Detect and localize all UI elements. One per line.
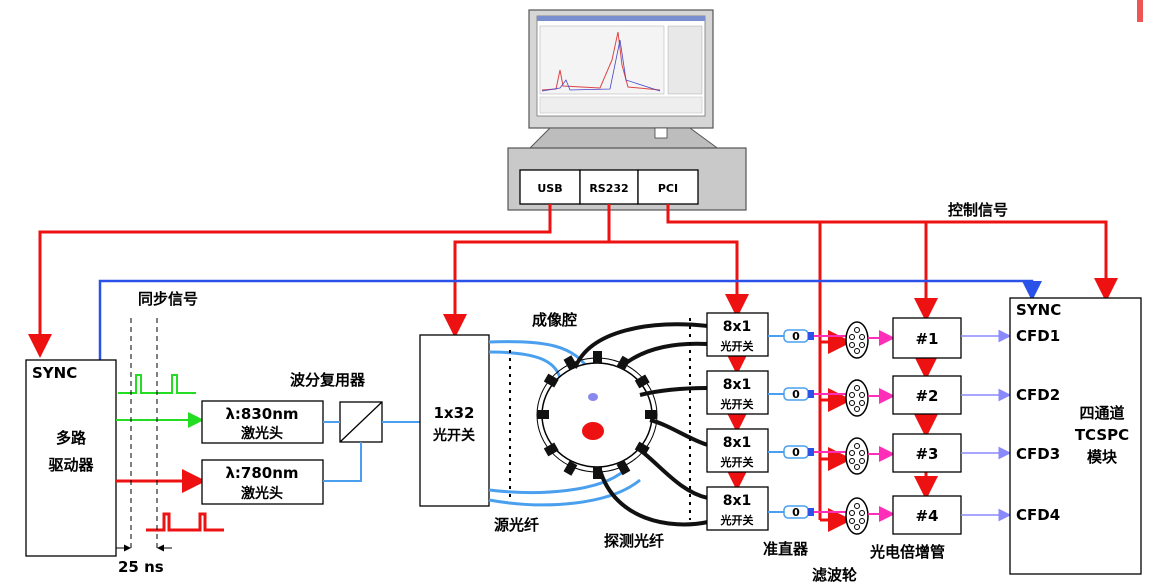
svg-text:1x32: 1x32 [434, 404, 475, 422]
svg-text:0: 0 [792, 330, 800, 343]
tcspc-module: SYNC CFD1 CFD2 CFD3 CFD4 四通道 TCSPC 模块 [1009, 297, 1142, 575]
sync-signal-label: 同步信号 [138, 290, 198, 308]
control-signal-label: 控制信号 [948, 201, 1008, 219]
svg-text:8x1: 8x1 [723, 493, 752, 509]
svg-text:光开关: 光开关 [720, 455, 754, 469]
wdm-label: 波分复用器 [290, 371, 366, 389]
filter-wheel-label: 滤波轮 [812, 566, 857, 584]
switch-8x1-2: 8x1 光开关 [706, 370, 769, 415]
svg-text:激光头: 激光头 [241, 425, 283, 442]
switch-8x1-3: 8x1 光开关 [706, 428, 769, 473]
imaging-chamber [536, 351, 658, 479]
laser-830-box: λ:830nm 激光头 [201, 400, 324, 444]
svg-text:模块: 模块 [1087, 448, 1118, 466]
pci-port: PCI [637, 169, 699, 205]
svg-text:CFD3: CFD3 [1016, 445, 1060, 463]
filter-wheel-4 [845, 497, 869, 535]
source-fiber-label: 源光纤 [494, 516, 539, 534]
pmt-label: 光电倍增管 [869, 543, 945, 561]
filter-wheel-3 [845, 437, 869, 475]
svg-text:8x1: 8x1 [723, 435, 752, 451]
svg-text:激光头: 激光头 [241, 485, 283, 502]
detect-fiber-label: 探测光纤 [604, 532, 664, 550]
computer-monitor [528, 9, 714, 129]
collimator-row-4: 0 [768, 505, 846, 519]
svg-text:TCSPC: TCSPC [1075, 426, 1129, 444]
svg-text:光开关: 光开关 [720, 339, 754, 353]
svg-text:SYNC: SYNC [1016, 301, 1061, 319]
svg-text:8x1: 8x1 [723, 319, 752, 335]
collimator-label: 准直器 [763, 540, 809, 558]
rs232-port: RS232 [579, 169, 639, 205]
laser780-to-wdm-fiber [323, 442, 362, 482]
switch-8x1-1: 8x1 光开关 [706, 312, 769, 357]
control-lines [28, 204, 1118, 532]
laser-780-box: λ:780nm 激光头 [201, 459, 324, 505]
svg-text:0: 0 [792, 506, 800, 519]
pmt-2: #2 [892, 375, 962, 415]
svg-text:USB: USB [537, 182, 562, 195]
usb-port: USB [519, 169, 581, 205]
pulse-780-waveform [146, 512, 224, 532]
svg-text:8x1: 8x1 [723, 377, 752, 393]
collimator-row-2: 0 [768, 387, 846, 401]
svg-text:多路: 多路 [56, 429, 87, 447]
wdm-box [339, 401, 383, 443]
svg-text:光开关: 光开关 [432, 427, 475, 444]
multi-driver-box: SYNC 多路 驱动器 [25, 359, 117, 557]
svg-text:#1: #1 [915, 330, 938, 348]
monitor-stand [526, 127, 722, 151]
svg-text:0: 0 [792, 446, 800, 459]
svg-text:#4: #4 [915, 507, 938, 525]
collimator-row-3: 0 [768, 445, 846, 459]
optical-switch-1x32: 1x32 光开关 [419, 334, 490, 507]
svg-text:光开关: 光开关 [720, 397, 754, 411]
detect-fibers [573, 322, 709, 527]
svg-text:四通道: 四通道 [1079, 404, 1124, 422]
svg-text:CFD1: CFD1 [1016, 327, 1060, 345]
pmt-4: #4 [892, 495, 962, 535]
imaging-chamber-label: 成像腔 [532, 311, 577, 329]
svg-text:#3: #3 [915, 445, 938, 463]
svg-text:光开关: 光开关 [720, 513, 754, 527]
svg-text:λ:780nm: λ:780nm [225, 464, 298, 482]
svg-text:驱动器: 驱动器 [48, 456, 94, 474]
sync-line [98, 279, 1042, 370]
collimator-row-1: 0 [768, 329, 846, 343]
svg-text:0: 0 [792, 388, 800, 401]
svg-text:#2: #2 [915, 387, 938, 405]
pmt-3: #3 [892, 433, 962, 473]
filter-wheel-2 [845, 379, 869, 417]
filter-wheel-1 [845, 321, 869, 359]
pmt-1: #1 [892, 317, 962, 359]
svg-text:CFD2: CFD2 [1016, 386, 1060, 404]
svg-text:λ:830nm: λ:830nm [225, 405, 298, 423]
time-gap-label: 25 ns [118, 558, 164, 576]
corner-mark [1137, 0, 1143, 22]
svg-text:RS232: RS232 [589, 182, 628, 195]
switch-8x1-4: 8x1 光开关 [706, 486, 769, 531]
svg-text:SYNC: SYNC [32, 364, 77, 382]
svg-text:CFD4: CFD4 [1016, 506, 1060, 524]
svg-text:PCI: PCI [658, 182, 678, 195]
